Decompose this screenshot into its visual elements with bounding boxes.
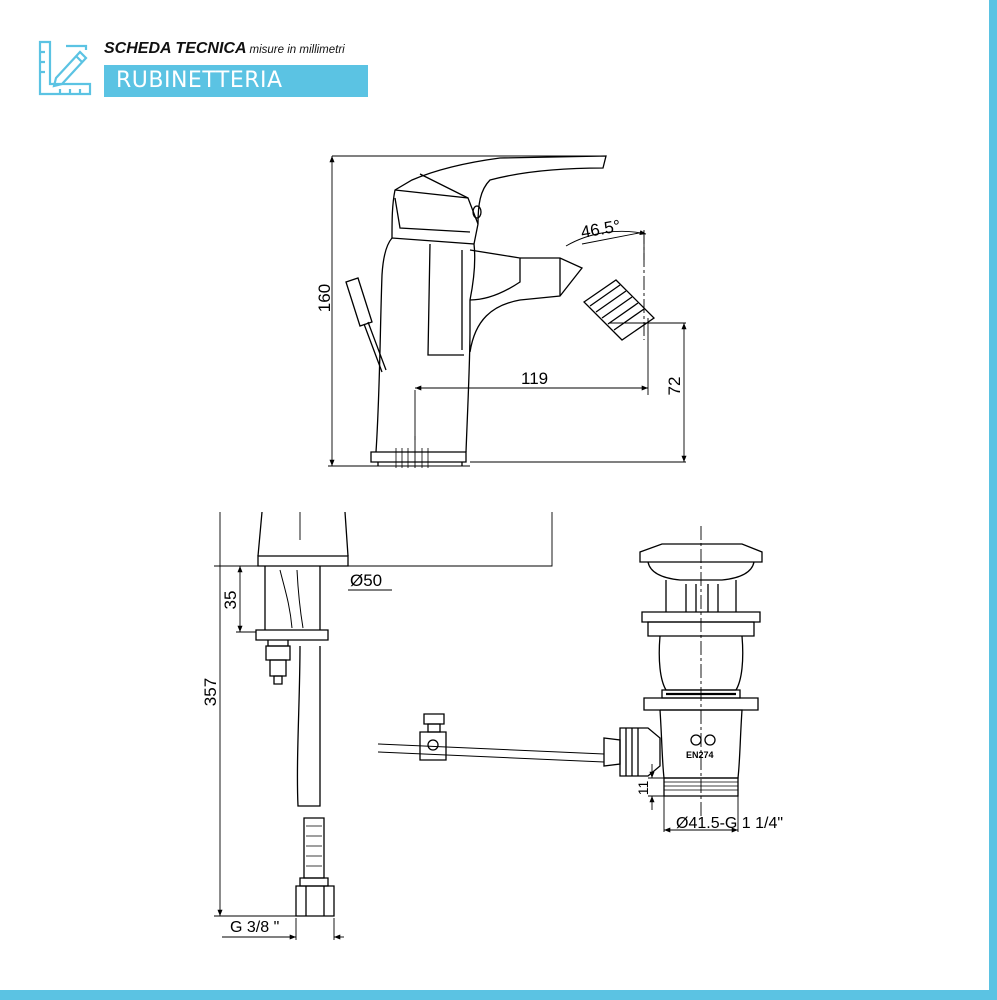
dim-waste-thread: Ø41.5-G 1 1/4"	[676, 815, 783, 832]
header-title: SCHEDA TECNICA	[104, 40, 247, 57]
standard-mark: EN274	[686, 750, 714, 760]
dim-spout-height: 72	[665, 377, 684, 396]
waste-dimensions	[648, 764, 739, 833]
top-dimensions	[328, 155, 687, 467]
category-banner: RUBINETTERIA	[104, 65, 368, 97]
dim-waste: 11	[635, 781, 651, 796]
dim-hose-thread: G 3/8 "	[230, 919, 279, 936]
ruler-pencil-icon	[38, 40, 92, 96]
faucet-side-view	[345, 155, 656, 468]
installation-view	[255, 511, 553, 917]
waste-fitting-view	[377, 543, 763, 797]
dim-base-diameter: Ø50	[350, 571, 382, 590]
dim-angle: 46.5°	[579, 216, 622, 242]
dim-height-total: 160	[315, 284, 334, 312]
installation-dimensions	[214, 512, 392, 940]
frame-border-right	[989, 0, 997, 1000]
dim-base-thickness: 35	[221, 591, 240, 610]
dim-hose-length: 357	[201, 678, 220, 706]
frame-border-bottom	[0, 990, 997, 1000]
header-subtitle: misure in millimetri	[249, 44, 345, 56]
dim-reach: 119	[521, 369, 548, 388]
